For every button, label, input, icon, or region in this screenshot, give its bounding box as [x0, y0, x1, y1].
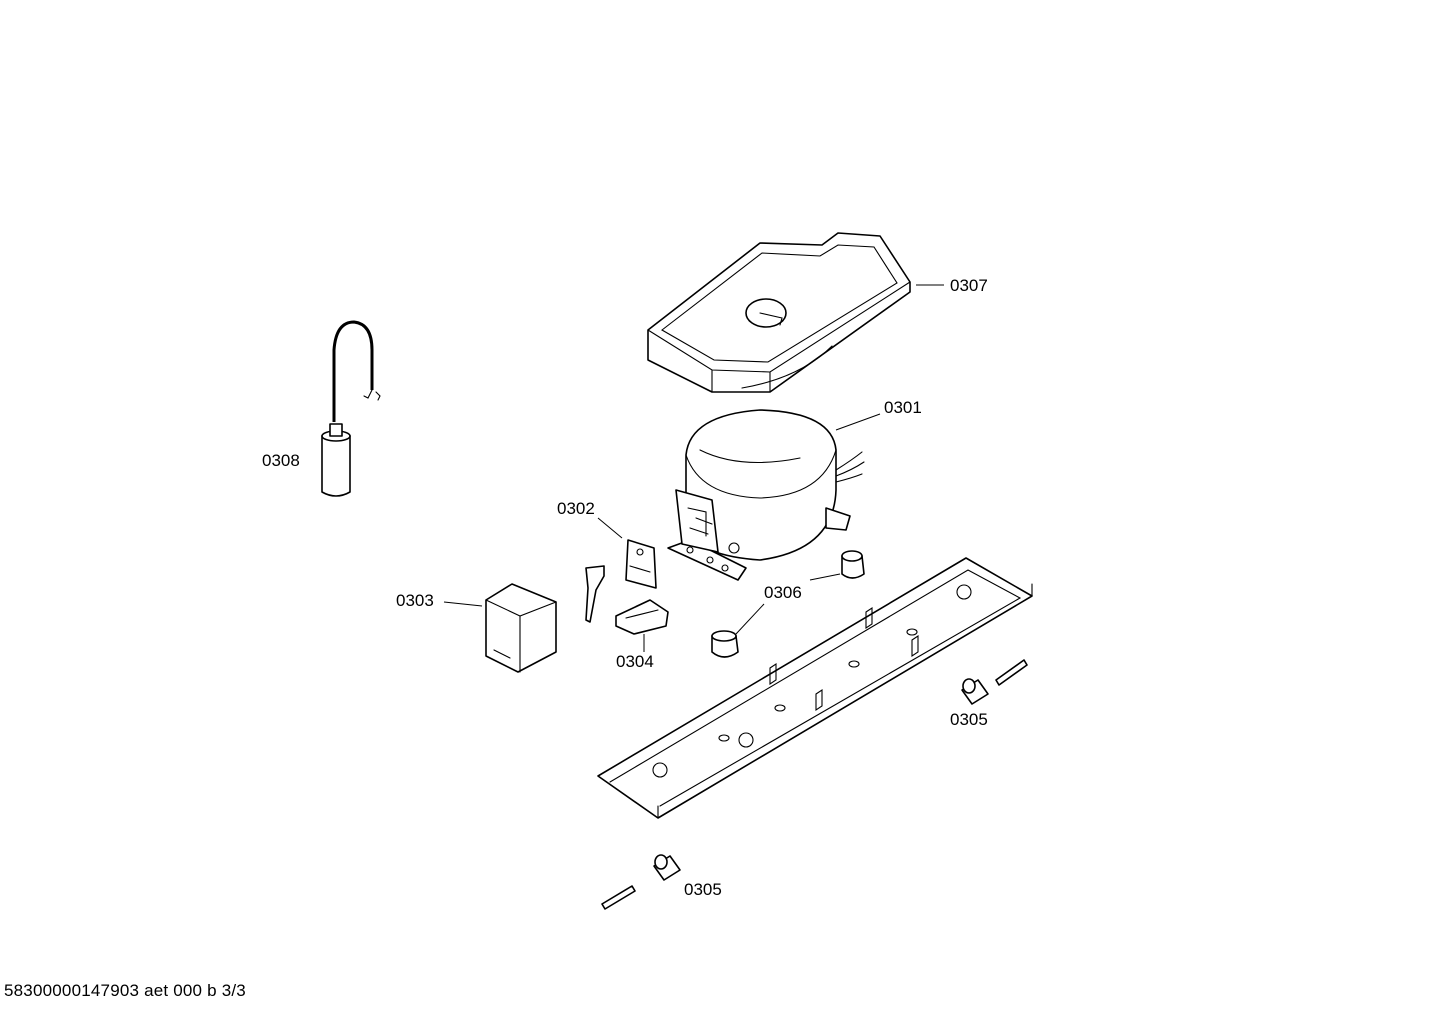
- part-0305-sleeve-right: [961, 659, 1028, 705]
- part-0301-compressor: [667, 409, 865, 581]
- label-0307: 0307: [950, 276, 988, 295]
- part-0302-relay: [585, 539, 657, 623]
- label-0306: 0306: [764, 583, 802, 602]
- label-0302: 0302: [557, 499, 595, 518]
- part-0306-grommets: [711, 550, 865, 658]
- part-base-rail: [597, 557, 1033, 819]
- label-0308: 0308: [262, 451, 300, 470]
- label-0301: 0301: [884, 398, 922, 417]
- label-0305-bottom: 0305: [684, 880, 722, 899]
- part-0307-drip-tray: [647, 232, 911, 393]
- label-0305-right: 0305: [950, 710, 988, 729]
- label-0303: 0303: [396, 591, 434, 610]
- part-0305-sleeve-bottom: [601, 854, 681, 910]
- label-0304: 0304: [616, 652, 654, 671]
- part-0303-cover: [485, 583, 557, 673]
- document-footer: 58300000147903 aet 000 b 3/3: [4, 981, 246, 1000]
- part-0308-capacitor: [321, 320, 381, 497]
- part-0304-overload-protector: [615, 599, 669, 635]
